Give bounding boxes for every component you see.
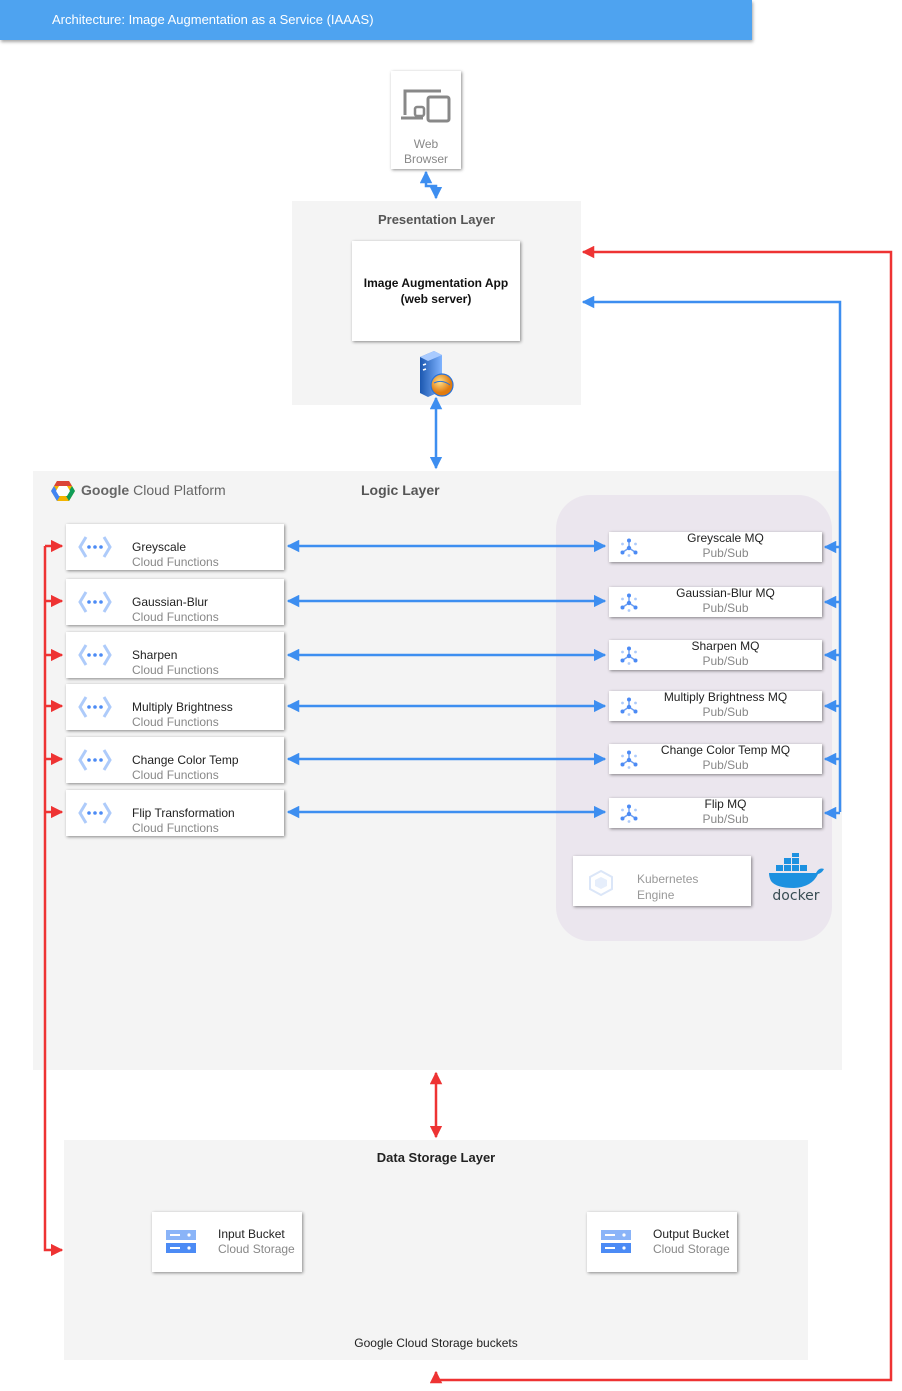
cloud-functions-icon <box>78 801 112 825</box>
queue-name: Multiply Brightness MQ <box>663 690 788 704</box>
web-browser-node: Web Browser <box>391 71 461 169</box>
function-service: Cloud Functions <box>132 768 219 782</box>
cloud-storage-icon <box>601 1230 631 1253</box>
queue-service: Pub/Sub <box>702 546 749 560</box>
logic-layer-title: Logic Layer <box>361 482 440 498</box>
function-name: Sharpen <box>132 648 178 662</box>
function-service: Cloud Functions <box>132 610 219 624</box>
input-bucket-service: Cloud Storage <box>218 1242 295 1256</box>
queue-name: Flip MQ <box>704 797 747 811</box>
queue-service: Pub/Sub <box>702 654 749 668</box>
cloud-functions-icon <box>78 695 112 719</box>
gcp-label: Google Cloud Platform <box>81 482 226 498</box>
browser-label-2: Browser <box>403 152 448 166</box>
gcp-logo-icon <box>51 481 75 501</box>
queue-service: Pub/Sub <box>702 705 749 719</box>
queue-service: Pub/Sub <box>702 758 749 772</box>
output-bucket-name: Output Bucket <box>653 1227 730 1241</box>
storage-layer-title: Data Storage Layer <box>376 1150 496 1165</box>
cloud-storage-icon <box>166 1230 196 1253</box>
data-storage-layer: Data Storage Layer Input Bucket Cloud St… <box>64 1140 808 1360</box>
queue-name: Change Color Temp MQ <box>660 743 791 757</box>
queue-name: Sharpen MQ <box>691 639 760 653</box>
cloud-functions-icon <box>78 535 112 559</box>
input-bucket-name: Input Bucket <box>218 1227 285 1241</box>
browser-label-1: Web <box>413 137 439 151</box>
web-server-node: Image Augmentation App (web server) <box>352 241 520 341</box>
function-service: Cloud Functions <box>132 663 219 677</box>
kubernetes-icon <box>589 869 613 897</box>
app-title-line1: Image Augmentation App <box>363 276 509 290</box>
gcp-label-bold: Google <box>81 482 130 498</box>
app-title-line2: (web server) <box>400 292 472 306</box>
web-server-icon <box>420 351 454 397</box>
browser-icon <box>401 89 451 123</box>
cloud-functions-icon <box>78 748 112 772</box>
docker-logo-icon: docker <box>769 853 824 903</box>
function-name: Multiply Brightness <box>132 700 233 714</box>
browser-to-app-arrow <box>419 170 443 200</box>
docker-text: docker <box>772 888 819 903</box>
diagram-title: Architecture: Image Augmentation as a Se… <box>52 12 374 27</box>
kubernetes-engine-node: Kubernetes Engine <box>573 856 751 906</box>
title-bar: Architecture: Image Augmentation as a Se… <box>0 0 752 40</box>
function-name: Flip Transformation <box>132 806 235 820</box>
input-bucket: Input Bucket Cloud Storage <box>152 1212 302 1272</box>
function-name: Gaussian-Blur <box>132 595 209 609</box>
gcp-label-rest: Cloud Platform <box>129 482 226 498</box>
function-service: Cloud Functions <box>132 555 219 569</box>
queue-name: Greyscale MQ <box>687 531 764 545</box>
queue-name: Gaussian-Blur MQ <box>676 586 775 600</box>
output-bucket: Output Bucket Cloud Storage <box>587 1212 737 1272</box>
presentation-layer: Presentation Layer Image Augmentation Ap… <box>292 201 581 405</box>
cloud-functions-icon <box>78 643 112 667</box>
output-bucket-service: Cloud Storage <box>653 1242 730 1256</box>
function-name: Greyscale <box>132 540 187 554</box>
function-service: Cloud Functions <box>132 821 219 835</box>
presentation-layer-title: Presentation Layer <box>377 212 496 227</box>
kubernetes-label-1: Kubernetes <box>637 872 699 886</box>
function-service: Cloud Functions <box>132 715 219 729</box>
queue-service: Pub/Sub <box>702 812 749 826</box>
cloud-functions-icon <box>78 590 112 614</box>
function-name: Change Color Temp <box>132 753 239 767</box>
queue-service: Pub/Sub <box>702 601 749 615</box>
kubernetes-label-2: Engine <box>637 888 675 902</box>
storage-caption: Google Cloud Storage buckets <box>354 1336 518 1350</box>
